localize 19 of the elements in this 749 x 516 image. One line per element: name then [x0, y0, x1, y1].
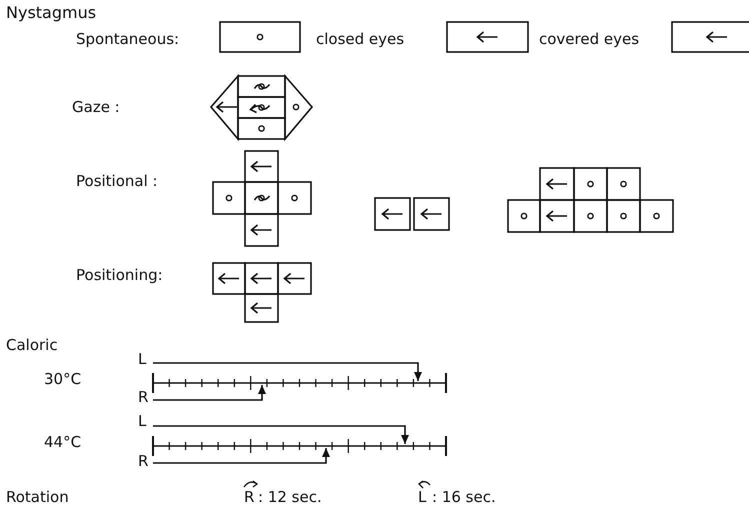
duration-label: : 16 sec.	[432, 488, 496, 506]
temperature-label: 30°C	[44, 370, 82, 388]
field-label: Spontaneous:	[76, 30, 180, 48]
side-label: R	[138, 388, 148, 406]
field-label: Positioning:	[76, 266, 163, 284]
side-label: L	[418, 488, 426, 506]
side-label: R	[244, 488, 254, 506]
field-label: Positional :	[76, 172, 158, 190]
side-label: L	[138, 412, 146, 430]
section-heading: Caloric	[6, 336, 58, 354]
field-label: Gaze :	[72, 98, 120, 116]
duration-label: : 12 sec.	[258, 488, 322, 506]
section-heading: Nystagmus	[6, 4, 96, 22]
side-label: R	[138, 452, 148, 470]
field-label: covered eyes	[539, 30, 640, 48]
temperature-label: 44°C	[44, 433, 82, 451]
side-label: L	[138, 350, 146, 368]
field-label: closed eyes	[316, 30, 404, 48]
section-heading: Rotation	[6, 488, 69, 506]
